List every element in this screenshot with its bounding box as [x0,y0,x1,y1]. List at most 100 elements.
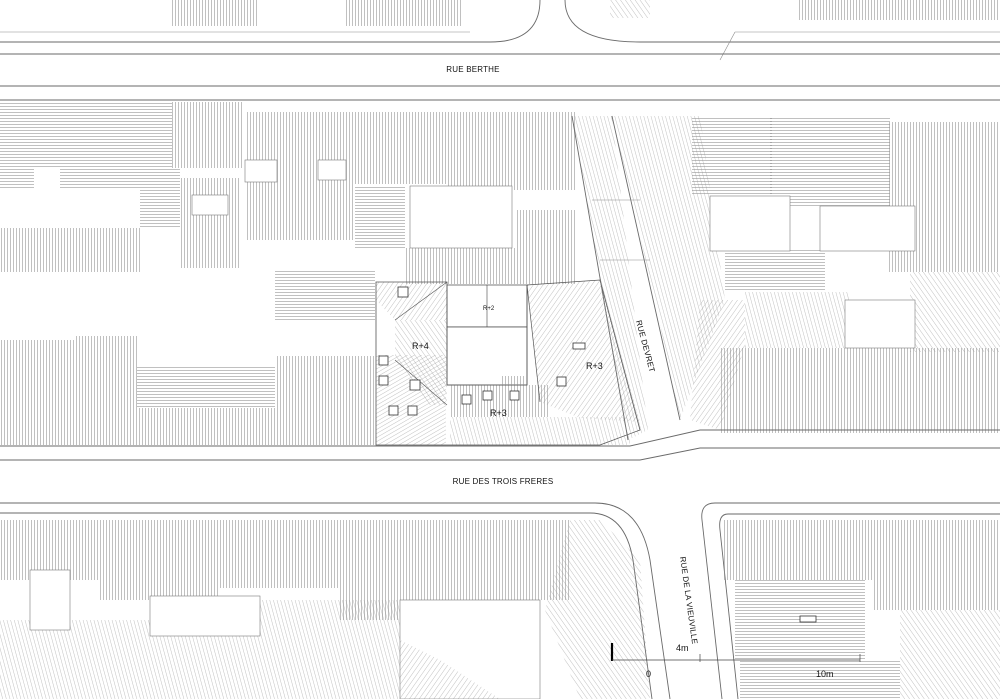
roof-block [275,402,375,445]
roof-block [172,0,257,26]
skylight [407,405,418,416]
roof-block [172,102,242,168]
roof-block [872,520,1000,610]
middle-blocks: R+4 R+3 R+3 R+2 RUE DEVRET [0,102,1000,446]
skylight [397,286,409,298]
courtyard [844,299,916,349]
scale-label-four: 4m [676,643,689,653]
scale-label-ten: 10m [816,669,834,679]
level-label-r3-bottom: R+3 [490,408,507,418]
skylight [482,390,493,401]
scale-label-zero: 0 [646,669,651,679]
north-blocks [0,0,1000,61]
roof-block [900,610,1000,699]
roof-block [745,292,850,348]
passage-edge [571,115,629,441]
roof-r4-north [376,282,447,320]
roof-block [137,408,275,445]
sidewalk-edge [719,513,1000,699]
roof-block [137,366,275,408]
site-outline [375,279,641,446]
roof-block [180,178,240,268]
roof-block [798,0,1000,20]
courtyard [149,595,261,637]
roof-block [75,336,137,445]
courtyard [409,185,513,249]
roof-block [770,116,890,206]
roof-block [0,340,75,445]
skylight [378,375,389,386]
roof-r3-street [450,417,630,445]
curb-line [0,0,541,43]
road-edge [0,502,671,699]
roof-block [220,520,340,588]
roof-hip [394,359,448,406]
south-blocks [0,520,1000,699]
courtyard [317,159,347,181]
roof-block [345,0,463,26]
curb-line [564,0,1000,43]
roof-block [100,520,220,600]
roof-block [440,520,570,600]
roof-block [740,660,900,699]
roof-block [400,640,500,699]
street-label-rue-berthe: RUE BERTHE [446,65,499,74]
roof-block [355,186,405,248]
level-label-r2: R+2 [483,306,495,312]
roof-block [0,102,172,168]
roof-block [692,116,772,196]
level-label-r3-right: R+3 [586,361,603,371]
roof-block [545,520,650,699]
roof-block [910,272,1000,352]
roof-block [355,112,447,184]
roof-block [447,112,577,190]
roof-block [0,168,34,190]
skylight [799,615,817,623]
skylight [572,342,586,350]
roof-block [690,300,745,430]
level-label-r4: R+4 [412,341,429,351]
roof-block [250,600,400,699]
roof-block [60,168,140,190]
roof-r3-east [527,280,640,422]
courtyard [191,194,229,216]
courtyard [819,205,916,252]
road-edge [701,502,1000,699]
roof-block [275,356,375,402]
courtyard [29,569,71,631]
road-edge [0,447,1000,461]
courtyard [709,195,791,252]
street-label-rue-des-trois-freres: RUE DES TROIS FRERES [453,477,554,486]
skylight [461,394,472,405]
roof-block [610,0,650,18]
sidewalk-edge [0,429,1000,447]
scale-bar: 0 4m 10m [610,643,861,679]
roof-hip [394,281,448,321]
courtyard-center [446,326,528,386]
roof-block [725,250,825,292]
roof-r4-east [376,355,446,445]
courtyard [244,159,278,183]
project-site: R+4 R+3 R+3 R+2 [375,279,641,446]
roof-block [245,184,355,240]
roof-ridge [526,284,541,403]
passage-steps [572,116,648,440]
roof-block [275,270,375,322]
street-label-rue-de-la-vieuville: RUE DE LA VIEUVILLE [678,556,699,645]
roof-block [0,228,140,272]
rue-berthe-road: RUE BERTHE [0,53,1000,101]
skylight [388,405,399,416]
roof-block [515,210,577,284]
roof-block [140,168,180,228]
skylight [409,379,421,391]
roof-block [722,520,872,580]
building-edge [719,31,1000,61]
roof-block [405,248,515,284]
skylight [556,376,567,387]
passage-edge [611,115,681,421]
roof-block [720,348,1000,433]
terrace [500,376,526,385]
skylight [509,390,520,401]
skylight [378,355,389,366]
